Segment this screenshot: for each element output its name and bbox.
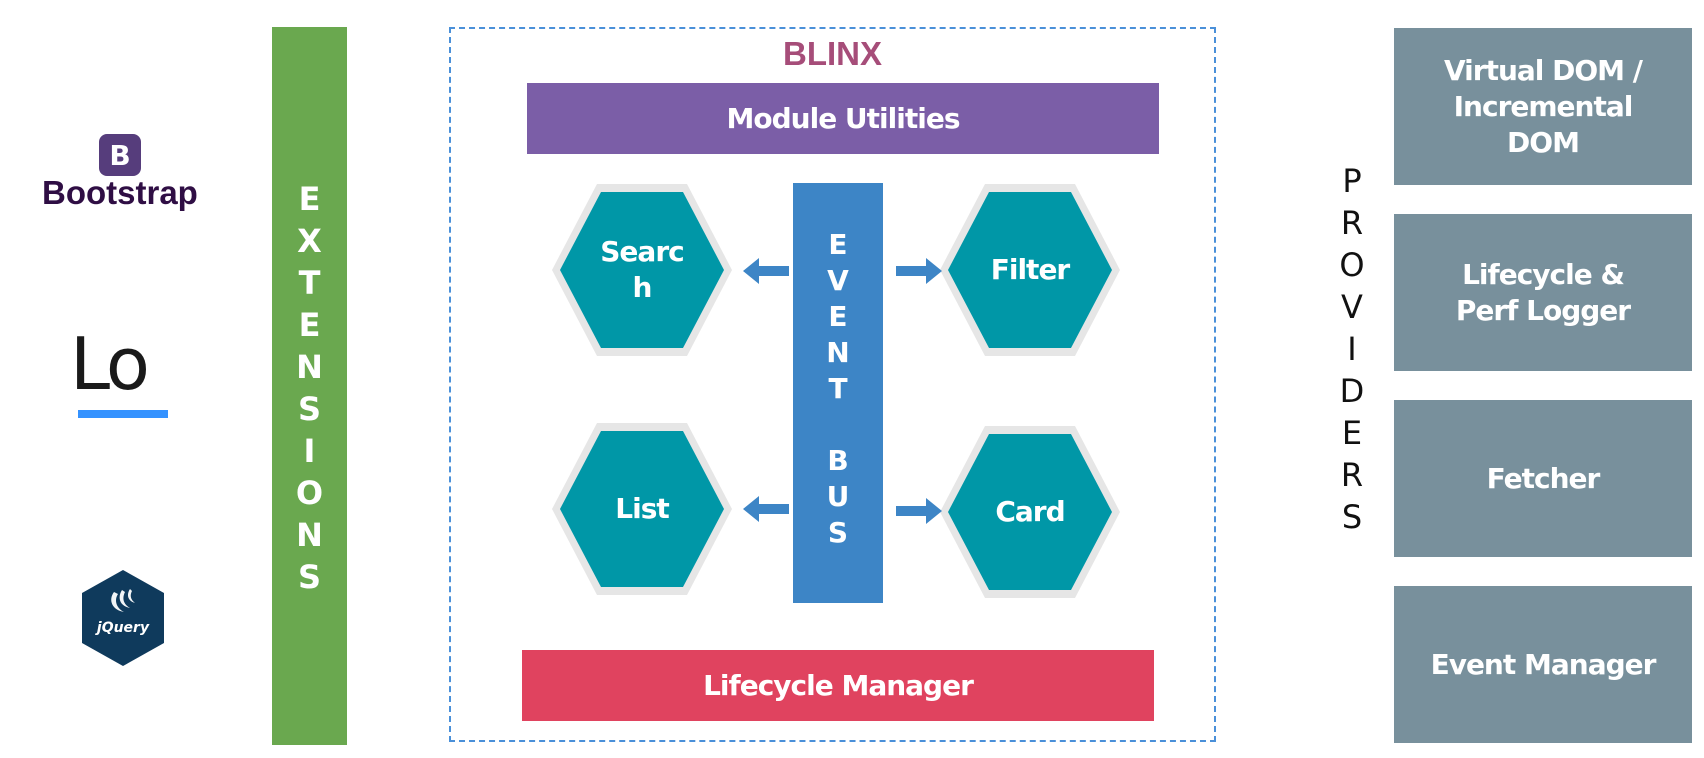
provider-event-manager: Event Manager [1394,586,1692,743]
provider-lifecycle-perf-logger: Lifecycle & Perf Logger [1394,214,1692,371]
event-bus-letter: T [828,372,848,405]
blinx-title: BLINX [783,35,882,72]
jquery-hexagon-icon: jQuery [82,570,164,666]
filter-module-hexagon: Filter [940,184,1120,356]
arrow-left-icon [743,496,789,522]
search-module-hexagon: Searc h [552,184,732,356]
extensions-letter: I [303,432,316,470]
extensions-letter: E [298,180,321,218]
arrow-right-icon [896,258,942,284]
event-bus-letter: S [827,516,849,549]
arrow-left-icon [743,258,789,284]
provider-fetcher: Fetcher [1394,400,1692,557]
providers-letter: O [1339,246,1365,284]
providers-letter: P [1342,162,1362,200]
provider-label: Virtual DOM / Incremental DOM [1443,53,1643,159]
jquery-logo: jQuery [78,568,168,668]
bootstrap-badge-icon: B [99,134,141,176]
lodash-logo: Lo [70,324,190,424]
provider-label: Lifecycle & Perf Logger [1455,257,1631,327]
providers-letter: E [1341,414,1363,452]
filter-module-label: Filter [990,253,1071,286]
providers-letter: R [1340,456,1364,494]
list-module-hexagon: List [552,423,732,595]
extensions-letter: S [297,558,322,596]
provider-virtual-dom: Virtual DOM / Incremental DOM [1394,28,1692,185]
provider-label: Fetcher [1486,461,1601,495]
extensions-letter: X [297,222,322,260]
blinx-container [449,27,1216,742]
extensions-label: E X T E N S I O N S [296,178,323,745]
extensions-letter: S [297,390,322,428]
providers-label: P R O V I D E R S [1332,160,1372,538]
provider-label: Event Manager [1430,647,1657,681]
providers-letter: I [1347,330,1357,368]
extensions-bar: E X T E N S I O N S [272,27,347,745]
bootstrap-logo: B Bootstrap [38,134,208,214]
providers-letter: S [1341,498,1363,536]
extensions-letter: N [296,516,323,554]
extensions-letter: O [295,474,324,512]
list-module-label: List [615,492,670,525]
providers-letter: D [1339,372,1365,410]
event-bus-letter: E [828,300,848,333]
jquery-wordmark: jQuery [95,620,150,636]
lifecycle-manager-block: Lifecycle Manager [522,650,1154,721]
bootstrap-wordmark: Bootstrap [42,174,198,211]
extensions-letter: E [298,306,321,344]
event-bus-block: E V E N T B U S [793,183,883,603]
event-bus-letter: V [827,264,849,297]
extensions-letter: T [298,264,321,302]
card-module-label: Card [995,495,1065,528]
lodash-underline [78,410,168,418]
card-module-hexagon: Card [940,426,1120,598]
providers-letter: V [1341,288,1363,326]
search-module-label: Searc h [600,235,684,304]
event-bus-letter: B [827,444,849,477]
event-bus-letter: U [826,480,850,513]
arrow-right-icon [896,498,942,524]
event-bus-letter: N [826,336,850,369]
event-bus-label: E V E N T B U S [826,227,849,603]
providers-letter: R [1340,204,1364,242]
module-utilities-block: Module Utilities [527,83,1159,154]
extensions-letter: N [296,348,323,386]
event-bus-letter: E [828,228,848,261]
lodash-wordmark: Lo [70,322,150,406]
